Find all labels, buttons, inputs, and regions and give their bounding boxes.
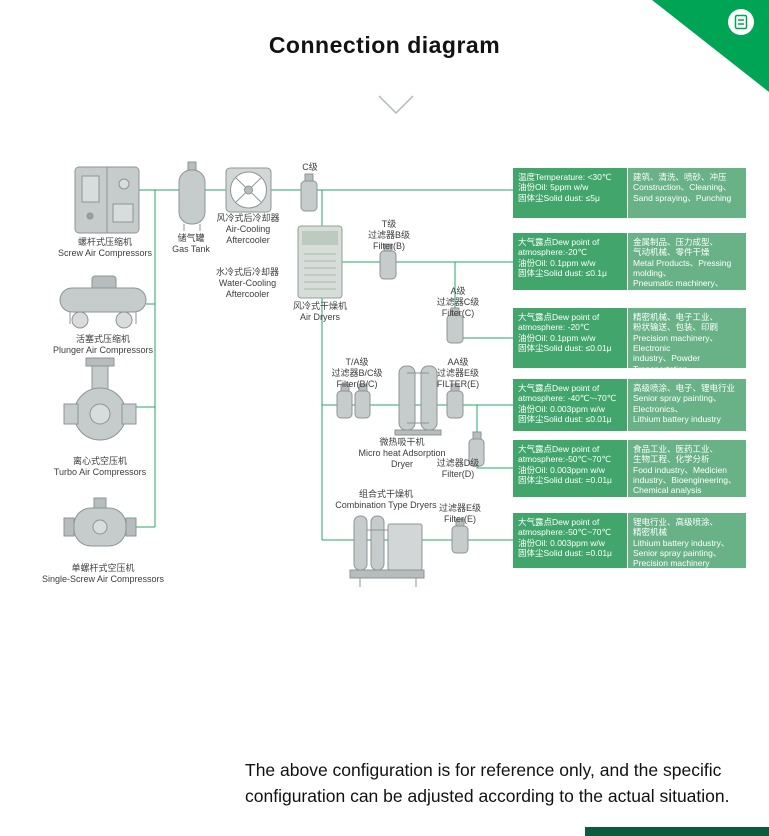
filter-bc-label: T/A级 过滤器B/C级 Filter(B/C) (331, 357, 383, 389)
plunger-compressor-illustration (59, 275, 147, 329)
air-cooling-aftercooler-illustration (225, 167, 272, 213)
gas-tank-label: 储气罐 Gas Tank (172, 233, 210, 254)
filter-e-illustration (451, 518, 469, 554)
spec-cell-2: 大气露点Dew point of atmosphere:-20℃ 油份Oil: … (513, 233, 627, 290)
water-cooling-aftercooler-label: 水冷式后冷却器 Water-Cooling Aftercooler (215, 267, 279, 299)
turbo-compressor-illustration (63, 357, 137, 441)
combination-dryer-label: 组合式干燥机 Combination Type Dryers (335, 489, 437, 510)
applications-cell-2: 金属制品、压力成型、 气动机械、零件干燥 Metal Products、Pres… (628, 233, 746, 290)
equipment-label-single-screw: 单螺杆式空压机 Single-Screw Air Compressors (41, 563, 165, 584)
applications-cell-6: 锂电行业、高级喷涂、 精密机械 Lithium battery industry… (628, 513, 746, 568)
filter-b-illustration (379, 243, 397, 280)
page-title: Connection diagram (268, 32, 501, 58)
filter-b-label: T级 过滤器B级 Filter(B) (367, 219, 410, 251)
certificate-icon (728, 9, 754, 35)
filter-aa-e-illustration (446, 383, 464, 419)
filter-e-label: 过滤器E级 Filter(E) (438, 503, 481, 524)
applications-cell-1: 建筑、清洗、喷砂、冲压 Construction、Cleaning、 Sand … (628, 168, 746, 218)
single-screw-compressor-illustration (63, 497, 137, 547)
info-box-4: 大气露点Dew point of atmosphere: -40℃~-70℃ 油… (513, 379, 746, 431)
screw-compressor-illustration (74, 166, 140, 234)
applications-cell-4: 高级喷涂、电子、锂电行业 Senior spray painting、 Elec… (628, 379, 746, 431)
filter-d-illustration (468, 431, 485, 467)
filter-aa-e-label: AA级 过滤器E级 FILTER(E) (436, 357, 480, 389)
corner-ribbon (652, 0, 769, 92)
info-box-1: 温度Temperature: <30℃ 油份Oil: 5ppm w/w 固体尘S… (513, 168, 746, 218)
equipment-label-plunger: 活塞式压缩机 Plunger Air Compressors (52, 334, 154, 355)
equipment-label-turbo: 离心式空压机 Turbo Air Compressors (53, 456, 147, 477)
footer-note: The above configuration is for reference… (245, 760, 730, 807)
air-cooling-aftercooler-label: 风冷式后冷却器 Air-Cooling Aftercooler (216, 213, 280, 245)
spec-cell-1: 温度Temperature: <30℃ 油份Oil: 5ppm w/w 固体尘S… (513, 168, 627, 218)
filter-bc-illustration (336, 383, 371, 419)
info-box-6: 大气露点Dew point of atmosphere:-50℃~70℃ 油份O… (513, 513, 746, 568)
adsorption-dryer-label: 微热吸干机 Micro heat Adsorption Dryer (358, 437, 446, 469)
connection-lines (131, 189, 513, 541)
grade-c-label: C级 (302, 162, 318, 172)
bottom-accent-bar (585, 827, 769, 836)
info-box-3: 大气露点Dew point of atmosphere: -20℃ 油份Oil:… (513, 308, 746, 368)
air-dryer-label: 风冷式干燥机 Air Dryers (292, 301, 347, 322)
air-dryer-illustration (297, 225, 343, 299)
spec-cell-3: 大气露点Dew point of atmosphere: -20℃ 油份Oil:… (513, 308, 627, 368)
gas-tank-illustration (178, 161, 206, 231)
chevron-down-icon (378, 95, 414, 115)
applications-cell-5: 食品工业、医药工业、 生物工程、化学分析 Food industry、Medic… (628, 440, 746, 497)
spec-cell-4: 大气露点Dew point of atmosphere: -40℃~-70℃ 油… (513, 379, 627, 431)
filter-d-label: 过滤器D级 Filter(D) (436, 458, 480, 479)
applications-cell-3: 精密机械、电子工业、 粉状输送、包装、印刷 Precision machiner… (628, 308, 746, 368)
info-box-2: 大气露点Dew point of atmosphere:-20℃ 油份Oil: … (513, 233, 746, 290)
equipment-label-screw: 螺杆式压缩机 Screw Air Compressors (57, 237, 153, 258)
adsorption-dryer-illustration (394, 365, 442, 436)
filter-c-label: A级 过滤器C级 Filter(C) (436, 286, 480, 318)
filter-grade-c-illustration (300, 173, 318, 212)
combination-dryer-illustration (349, 515, 425, 587)
spec-cell-5: 大气露点Dew point of atmosphere:-50℃~70℃ 油份O… (513, 440, 627, 497)
spec-cell-6: 大气露点Dew point of atmosphere:-50℃~70℃ 油份O… (513, 513, 627, 568)
info-box-5: 大气露点Dew point of atmosphere:-50℃~70℃ 油份O… (513, 440, 746, 497)
filter-c-illustration (446, 307, 464, 344)
